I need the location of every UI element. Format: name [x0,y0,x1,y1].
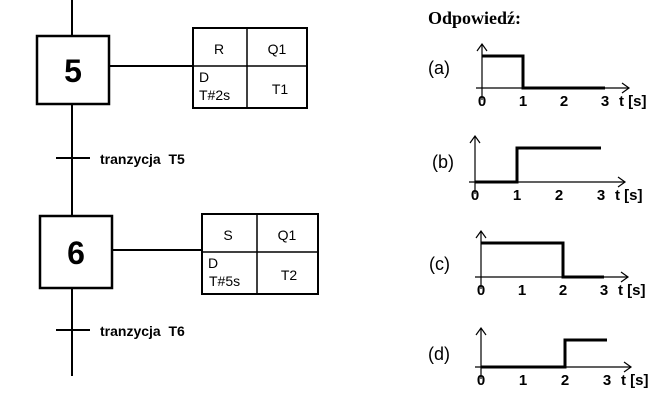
chart-label: (d) [428,344,450,364]
answer-title: Odpowiedź: [428,8,521,28]
timing-chart: (c) 0 1 2 3 t [s] [429,229,646,299]
y-axis-arrow [475,326,487,336]
signal-trace [481,241,604,279]
x-axis-label: t [s] [619,93,647,110]
x-tick-label: 0 [477,372,485,389]
x-tick-label: 2 [559,282,567,299]
action-qualifier: R [214,41,224,57]
chart-label: (c) [429,254,450,274]
x-axis-label: t [s] [621,372,649,389]
timing-charts: (a) 0 1 2 3 t [s] (b) 0 1 2 3 t [s] (c) 0 1 2 3 t [s] (d) 0… [428,42,649,389]
x-axis-arrow [617,176,627,188]
chart-label: (b) [432,152,454,172]
signal-trace [475,146,601,184]
signal-trace [482,54,605,90]
action-target: T2 [281,267,298,283]
action-time: T#2s [199,87,230,103]
x-axis-arrow [623,361,633,373]
x-tick-label: 2 [555,187,563,204]
chart-label: (a) [428,58,450,78]
timing-chart: (a) 0 1 2 3 t [s] [428,42,647,110]
step-number: 5 [64,53,82,89]
x-axis-label: t [s] [618,282,646,299]
action-time: T#5s [209,273,240,289]
transition-label: tranzycja T6 [100,323,185,339]
x-axis-arrow [620,271,630,283]
timing-chart: (b) 0 1 2 3 t [s] [432,134,643,204]
action-qualifier: D [199,69,209,85]
x-axis-arrow [621,82,631,94]
action-block [192,27,308,109]
signal-trace [481,338,607,369]
y-axis-arrow [475,229,487,239]
x-tick-label: 0 [478,93,486,110]
action-qualifier: S [223,227,232,243]
x-tick-label: 1 [519,93,527,110]
x-tick-label: 1 [513,187,521,204]
x-tick-label: 0 [477,282,485,299]
x-tick-label: 3 [601,93,609,110]
step-number: 6 [67,235,85,271]
x-tick-label: 0 [471,187,479,204]
step-box [38,214,114,290]
action-target: T1 [272,81,289,97]
transition-label: tranzycja T5 [100,151,185,167]
x-tick-label: 3 [600,282,608,299]
x-tick-label: 1 [519,372,527,389]
sfc-text: 5 R Q1 D T#2s T1 tranzycja T5 6 S Q1 D T… [64,41,297,339]
y-axis-arrow [476,42,488,52]
step-box [35,34,111,106]
x-tick-label: 3 [603,372,611,389]
x-tick-label: 2 [561,372,569,389]
x-tick-label: 3 [597,187,605,204]
action-qualifier: D [208,255,218,271]
x-tick-label: 2 [560,93,568,110]
x-axis-label: t [s] [615,187,643,204]
action-target: Q1 [268,41,287,57]
timing-chart: (d) 0 1 2 3 t [s] [428,326,649,389]
x-tick-label: 1 [518,282,526,299]
action-target: Q1 [278,227,297,243]
y-axis-arrow [469,134,481,144]
action-block [201,213,319,295]
sfc-diagram [35,0,319,376]
